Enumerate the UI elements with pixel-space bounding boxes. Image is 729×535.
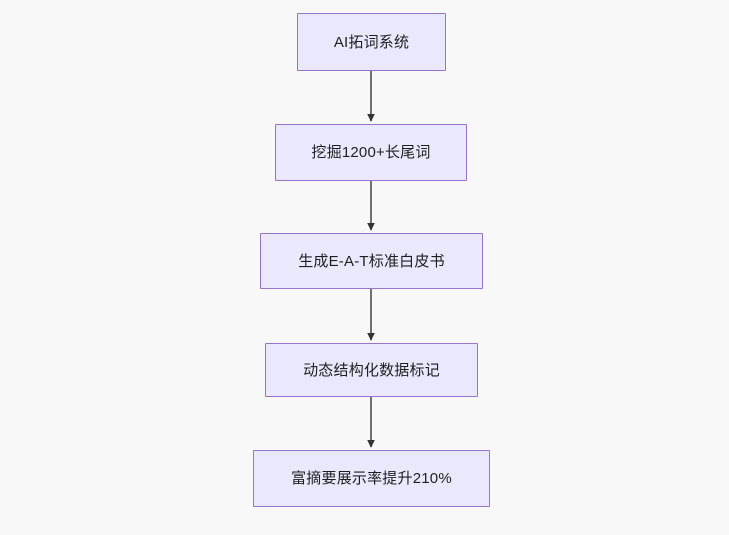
flowchart-node-generate-eat-whitepaper[interactable]: 生成E-A-T标准白皮书	[260, 233, 483, 289]
flowchart-node-label: 挖掘1200+长尾词	[311, 144, 431, 161]
flowchart-node-mine-longtail-keywords[interactable]: 挖掘1200+长尾词	[275, 124, 467, 181]
flowchart-node-label: 动态结构化数据标记	[303, 361, 440, 379]
flowchart-node-label: 生成E-A-T标准白皮书	[298, 252, 445, 270]
flowchart-node-ai-keyword-system[interactable]: AI拓词系统	[297, 13, 446, 71]
flowchart-node-label: AI拓词系统	[333, 33, 410, 51]
flowchart-node-label: 富摘要展示率提升210%	[291, 470, 452, 487]
flowchart-node-rich-snippet-impression-uplift[interactable]: 富摘要展示率提升210%	[253, 450, 490, 507]
flowchart-node-dynamic-structured-data-markup[interactable]: 动态结构化数据标记	[265, 343, 478, 397]
